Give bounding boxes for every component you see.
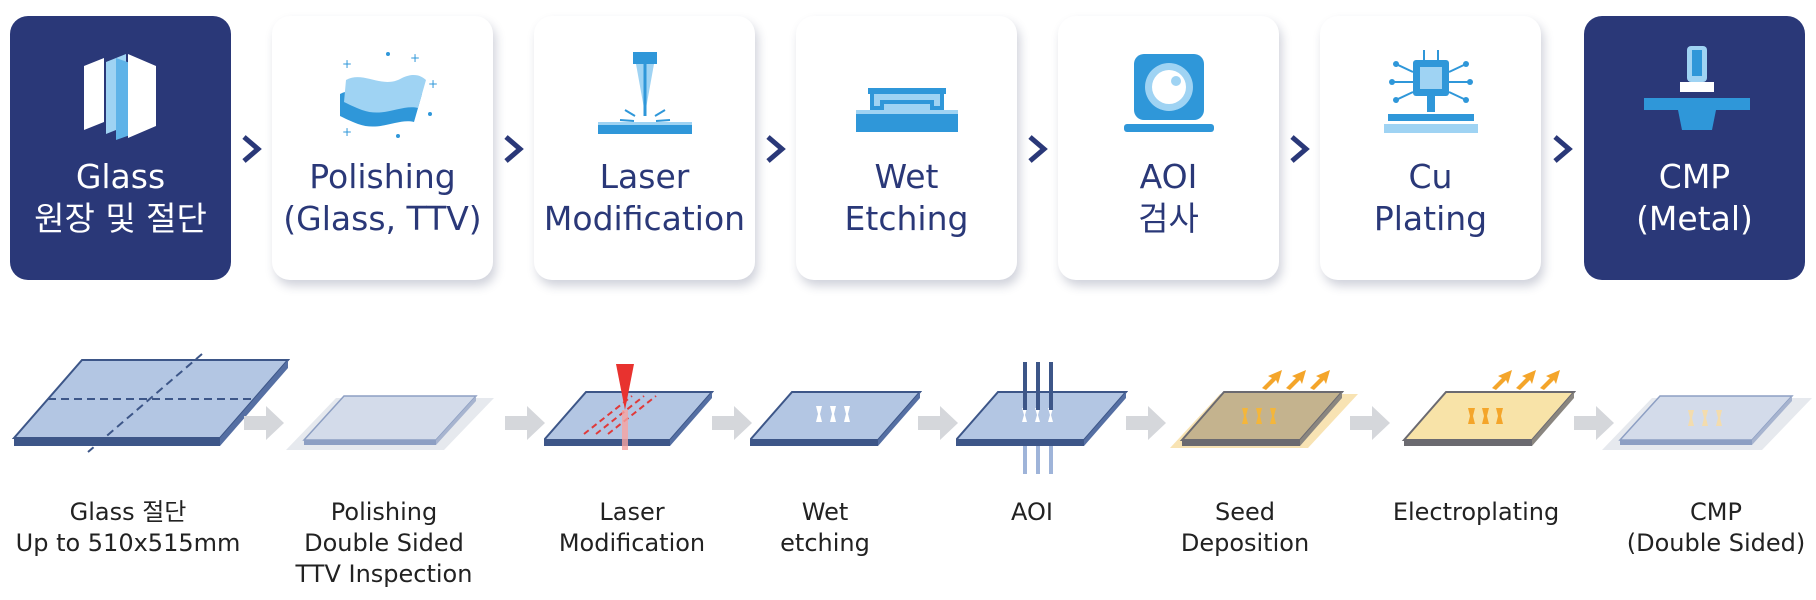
process-seed-deposition (1170, 350, 1360, 460)
process-laser (544, 350, 714, 460)
svg-text:+: + (342, 125, 352, 139)
glass-sheets-icon (83, 54, 156, 140)
arrow-right-icon (1350, 406, 1390, 440)
chip-plating-icon (1383, 50, 1478, 133)
process-aoi (956, 350, 1128, 480)
chevron-right-icon (1553, 135, 1573, 163)
inspection-camera-icon (1123, 54, 1214, 132)
process-electroplating (1400, 350, 1576, 460)
svg-text:+: + (342, 57, 352, 71)
arrow-right-icon (712, 406, 752, 440)
arrow-right-icon (505, 406, 545, 440)
chevron-right-icon (1290, 135, 1310, 163)
process-glass-cut (12, 350, 290, 460)
step-label: Polishing(Glass, TTV) (283, 157, 482, 238)
svg-text:+: + (410, 51, 420, 65)
step-card-polishing: + + + + Polishing(Glass, TTV) (272, 16, 493, 280)
cmp-tool-icon (1643, 46, 1750, 130)
arrow-right-icon (918, 406, 958, 440)
svg-text:+: + (428, 77, 438, 91)
arrow-right-icon (1126, 406, 1166, 440)
polishing-cloth-icon: + + + + (339, 51, 438, 139)
arrow-right-icon (1574, 406, 1614, 440)
chevron-right-icon (1028, 135, 1048, 163)
step-label: CMP(Metal) (1636, 157, 1753, 238)
arrow-right-icon (244, 406, 284, 440)
process-cmp (1602, 350, 1814, 460)
step-card-cmp: CMP(Metal) (1584, 16, 1805, 280)
process-polishing (286, 350, 498, 460)
chevron-right-icon (504, 135, 524, 163)
process-caption: Electroplating (1392, 498, 1560, 526)
chevron-right-icon (242, 135, 262, 163)
chevron-right-icon (766, 135, 786, 163)
process-caption: AOI (1011, 498, 1053, 526)
laser-beam-icon (597, 52, 692, 134)
process-caption: CMP(Double Sided) (1626, 498, 1806, 557)
process-wet-etching (750, 350, 922, 460)
etching-tank-icon (855, 88, 958, 132)
